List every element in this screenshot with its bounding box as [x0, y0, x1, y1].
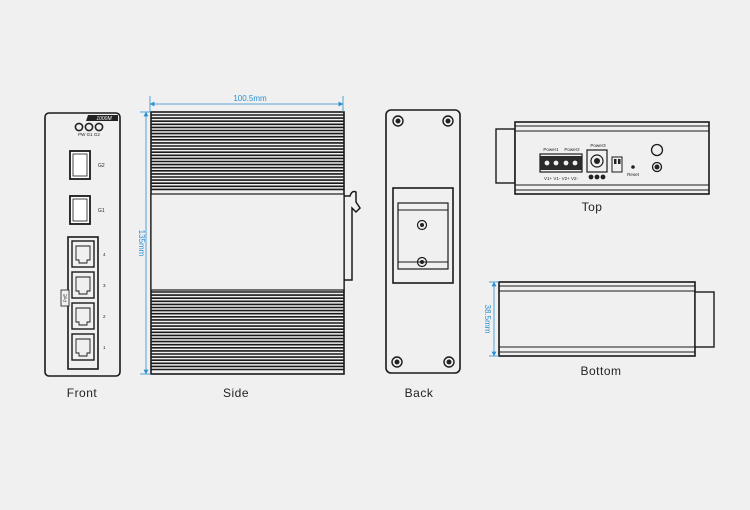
side-view: [150, 111, 361, 375]
label-bottom: Bottom: [580, 364, 621, 378]
rj45-port-2: [71, 302, 95, 330]
reset-label: Reset: [627, 172, 640, 177]
label-front: Front: [67, 386, 98, 400]
rj45-port-1: [71, 333, 95, 361]
screw-bottom-left: [391, 356, 403, 368]
back-view: [385, 109, 461, 374]
sfp-port-g2: [69, 150, 91, 180]
bottom-view: [498, 281, 715, 357]
power2-label: Power2: [564, 147, 580, 152]
ground-screw: [651, 161, 663, 173]
power3-label: Power3: [590, 143, 606, 148]
rj45-port-3: [71, 271, 95, 299]
screw-bottom-right: [443, 356, 455, 368]
top-view: Power1 Power2 Power3 V1+ V1- V2+ V2-: [495, 121, 710, 195]
dip-switch: [611, 156, 623, 173]
speed-badge: 1000M: [96, 116, 112, 122]
reset-button: [631, 165, 635, 169]
terminal-labels: V1+ V1- V2+ V2-: [544, 176, 579, 181]
din-rail-clip: [344, 190, 361, 281]
dimension-depth-text: 38.5mm: [483, 305, 492, 334]
power1-label: Power1: [543, 147, 559, 152]
heatsink-fins-upper: [151, 114, 344, 191]
dimension-height-text: 135mm: [137, 230, 146, 257]
dimension-height: 135mm: [137, 111, 151, 375]
sfp-port-g1: [69, 195, 91, 225]
heatsink-fins-lower: [151, 291, 344, 371]
label-back: Back: [405, 386, 434, 400]
rj45-port-4: [71, 240, 95, 268]
port-label-g1: G1: [98, 208, 105, 214]
din-rail-bracket: [392, 187, 454, 284]
dimension-width-text: 100.5mm: [233, 94, 267, 103]
dc-power-jack: [586, 149, 608, 180]
led-labels: PW G1 G2: [78, 132, 100, 137]
label-top: Top: [582, 200, 603, 214]
rj45-label-4: 4: [103, 252, 106, 257]
dimension-width: 100.5mm: [149, 94, 344, 112]
rj45-label-2: 2: [103, 314, 106, 319]
rj45-label-1: 1: [103, 345, 106, 350]
dimension-depth: 38.5mm: [483, 281, 499, 357]
screw-top-left: [392, 115, 404, 127]
led-indicators: [74, 122, 104, 132]
ground-terminal-ring: [650, 143, 664, 157]
port-label-g2: G2: [98, 163, 105, 169]
screw-top-right: [442, 115, 454, 127]
rj45-label-3: 3: [103, 283, 106, 288]
power-terminal-block: [539, 153, 583, 173]
poe-label: PoE: [63, 294, 68, 303]
front-view: 1000M PW G1 G2 G2 G1: [44, 112, 121, 377]
label-side: Side: [223, 386, 249, 400]
